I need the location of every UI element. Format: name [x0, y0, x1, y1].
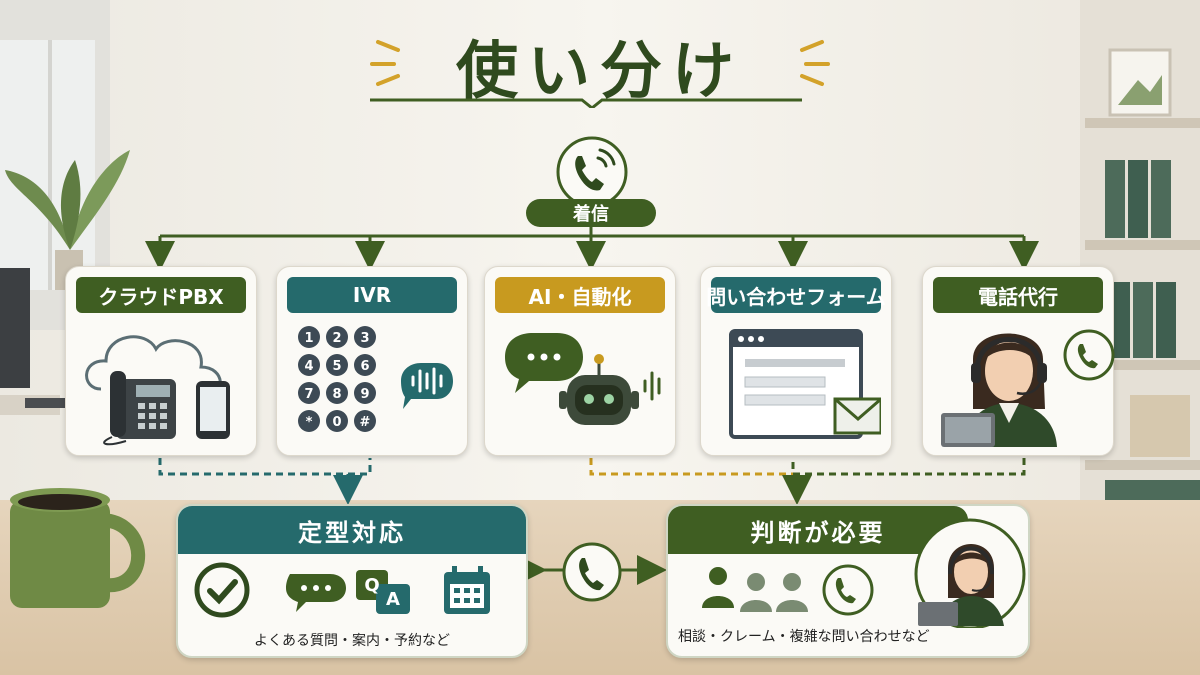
link-phone-icon: [562, 542, 622, 602]
phone-bubble-icon: [822, 564, 874, 616]
keypad-key: [354, 410, 376, 432]
keypad-key: [298, 326, 320, 348]
keypad-key: [326, 326, 348, 348]
channel-title: AI・自動化: [495, 277, 665, 313]
channel-card-phone-answering[interactable]: 電話代行: [922, 266, 1115, 456]
judgment-icons: [702, 564, 874, 616]
page-title: 使い分け: [455, 34, 744, 107]
keypad-key-label: 6: [360, 359, 369, 374]
keypad-key: [326, 410, 348, 432]
operator-avatar: [914, 518, 1026, 628]
routine-icons: [194, 562, 490, 618]
check-icon: [194, 562, 250, 618]
routine-response-panel: 定型対応 Q A よくある質問・案内・予約など: [176, 504, 528, 658]
channel-title: IVR: [287, 277, 457, 313]
keypad-key-label: 8: [332, 387, 341, 402]
channel-card-ivr[interactable]: IVR 1 2 3 4 5 6 7 8 9 * 0 #: [276, 266, 468, 456]
keypad-key: [298, 382, 320, 404]
qa-answer-letter: A: [386, 588, 400, 610]
qa-question-letter: Q: [364, 574, 380, 596]
operator-icon: [941, 329, 1115, 447]
keypad-key: [298, 410, 320, 432]
keypad-key: [326, 354, 348, 376]
keypad-key-label: 5: [332, 359, 341, 374]
incoming-phone-icon: [556, 136, 628, 208]
keypad-key-label: *: [306, 415, 313, 430]
channel-card-inquiry-form[interactable]: 問い合わせフォーム: [700, 266, 892, 456]
keypad-key-label: 4: [304, 359, 313, 374]
qa-icon: [356, 570, 410, 614]
keypad-key-label: #: [360, 415, 371, 430]
people-group-icon: [702, 567, 808, 612]
routine-caption: よくある質問・案内・予約など: [254, 633, 450, 649]
judgment-needed-panel: 判断が必要 相談・クレーム・複雑な問い合わせなど: [666, 504, 1030, 658]
coffee-mug-decoration: [10, 488, 146, 608]
channel-card-ai-automation[interactable]: AI・自動化: [484, 266, 676, 456]
title-decoration: [370, 40, 830, 108]
keypad-key-label: 3: [360, 331, 369, 346]
chat-bubble-icon: [286, 574, 346, 612]
incoming-label: 着信: [526, 199, 656, 227]
keypad-key: [354, 354, 376, 376]
judgment-title: 判断が必要: [668, 506, 968, 554]
keypad-key: [354, 326, 376, 348]
keypad-key: [354, 382, 376, 404]
keypad-key-label: 1: [304, 331, 313, 346]
channel-title: 電話代行: [933, 277, 1103, 313]
keypad-key-label: 2: [332, 331, 341, 346]
title-area: 使い分け: [360, 8, 840, 108]
cloud-phone-icon: [85, 335, 230, 446]
keypad-icon: 1 2 3 4 5 6 7 8 9 * 0 #: [298, 326, 453, 432]
keypad-key-label: 0: [332, 415, 341, 430]
channel-card-cloud-pbx[interactable]: クラウドPBX: [65, 266, 257, 456]
channel-title: クラウドPBX: [76, 277, 246, 313]
keypad-key: [326, 382, 348, 404]
channel-title: 問い合わせフォーム: [706, 277, 886, 313]
keypad-key: [298, 354, 320, 376]
keypad-key-label: 9: [360, 387, 369, 402]
robot-chat-icon: [505, 333, 661, 425]
keypad-key-label: 7: [304, 387, 313, 402]
judgment-caption: 相談・クレーム・複雑な問い合わせなど: [678, 629, 930, 645]
routine-title: 定型対応: [178, 506, 526, 554]
web-form-icon: [729, 329, 881, 439]
calendar-icon: [444, 566, 490, 614]
